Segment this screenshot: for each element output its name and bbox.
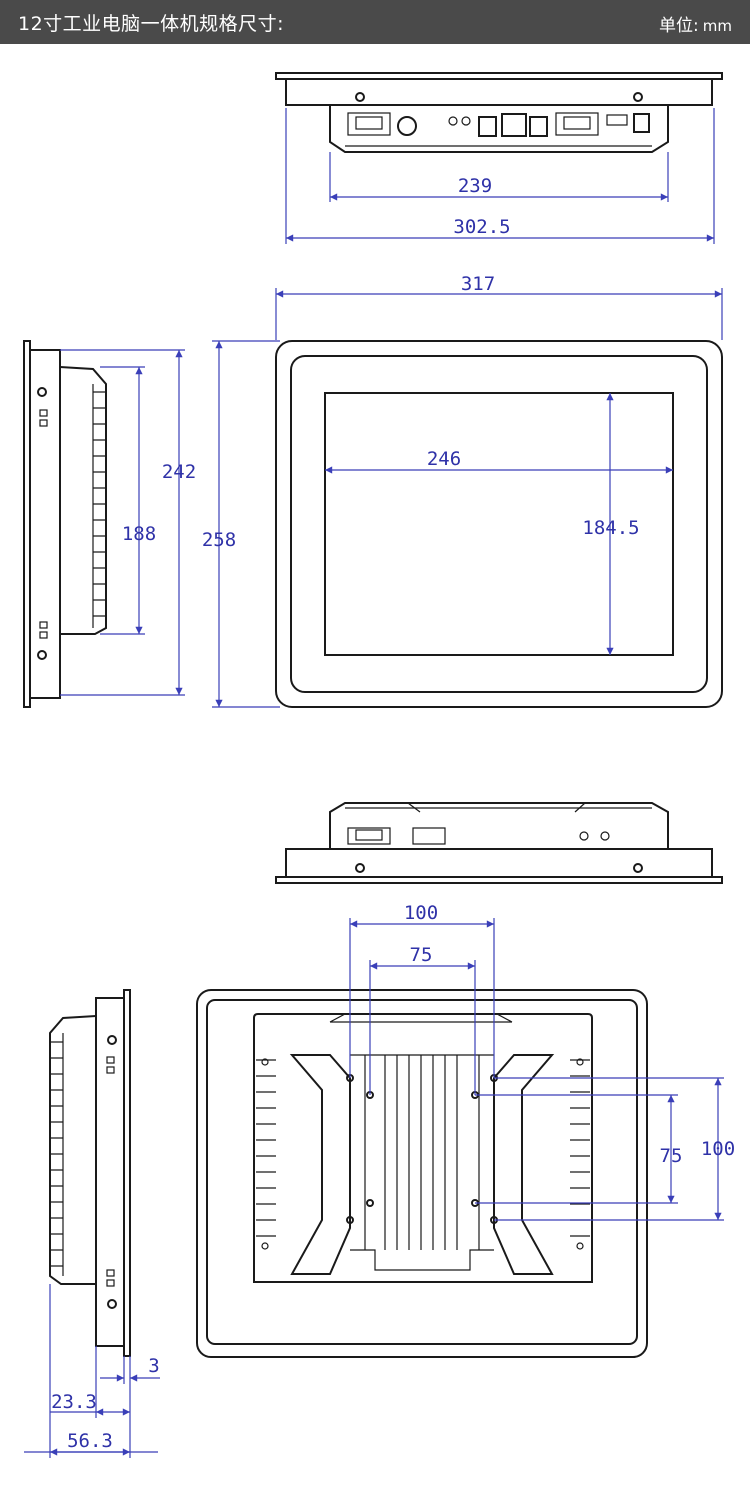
dim-depth-total: 56.3 [67, 1430, 113, 1452]
side-fins-upper [92, 384, 105, 628]
dim-vesa-v-75: 75 [660, 1145, 683, 1167]
side-view-upper: 242 188 [23, 340, 196, 708]
page-title: 12寸工业电脑一体机规格尺寸: [18, 13, 285, 35]
dim-front-width: 317 [461, 273, 495, 295]
side-fins-lower [50, 1033, 64, 1276]
bottom-view [275, 802, 723, 884]
rear-fins-left [256, 1058, 276, 1250]
unit-label: 单位:mm [659, 11, 732, 36]
dim-depth-body: 23.3 [51, 1391, 97, 1413]
front-view: 317 246 184.5 258 [202, 273, 723, 708]
dim-panel-thickness: 3 [148, 1355, 159, 1377]
page-header: 12寸工业电脑一体机规格尺寸: 单位:mm [0, 0, 750, 44]
dim-panel-width: 302.5 [453, 216, 510, 238]
dim-front-height: 258 [202, 529, 236, 551]
dim-side-188: 188 [122, 523, 156, 545]
dim-side-242: 242 [162, 461, 196, 483]
dim-vesa-h-100: 100 [404, 902, 438, 924]
unit-value: mm [702, 17, 732, 35]
side-view-lower: 3 23.3 56.3 [24, 989, 160, 1458]
rear-view: 100 75 75 100 [196, 902, 735, 1358]
dim-screen-height: 184.5 [582, 517, 639, 539]
unit-label-text: 单位: [659, 16, 699, 36]
top-view: 239 302.5 [275, 72, 723, 244]
dim-vesa-h-75: 75 [410, 944, 433, 966]
dim-io-width: 239 [458, 175, 492, 197]
dim-vesa-v-100: 100 [701, 1138, 735, 1160]
dim-screen-width: 246 [427, 448, 461, 470]
